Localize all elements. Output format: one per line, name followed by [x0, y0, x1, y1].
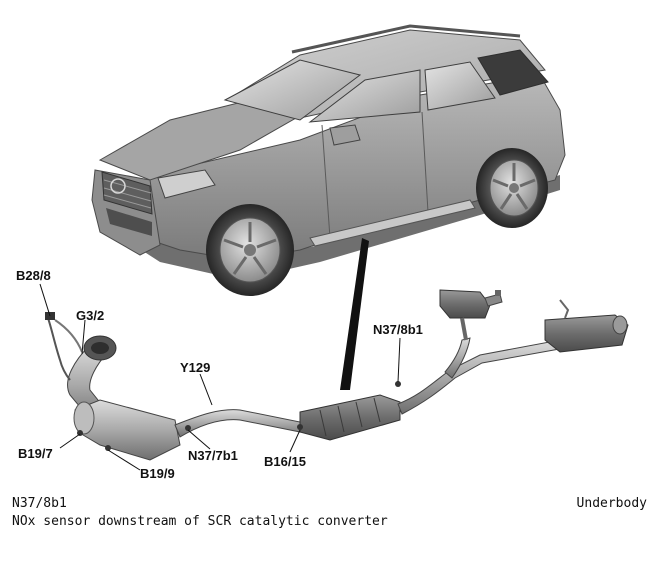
location-pointer [340, 238, 369, 390]
label-n37-8b1: N37/8b1 [373, 322, 423, 337]
label-b16-15: B16/15 [264, 454, 306, 469]
label-n37-7b1: N37/7b1 [188, 448, 238, 463]
label-y129: Y129 [180, 360, 210, 375]
label-b28-8: B28/8 [16, 268, 51, 283]
caption-description: NOx sensor downstream of SCR catalytic c… [12, 514, 388, 529]
leader-lines [39, 283, 401, 471]
vehicle-illustration [91, 24, 566, 296]
caption-location: Underbody [576, 496, 647, 511]
caption-code: N37/8b1 [12, 496, 67, 511]
label-g3-2: G3/2 [76, 308, 104, 323]
label-b19-9: B19/9 [140, 466, 175, 481]
label-b19-7: B19/7 [18, 446, 53, 461]
exhaust-system [45, 289, 629, 461]
